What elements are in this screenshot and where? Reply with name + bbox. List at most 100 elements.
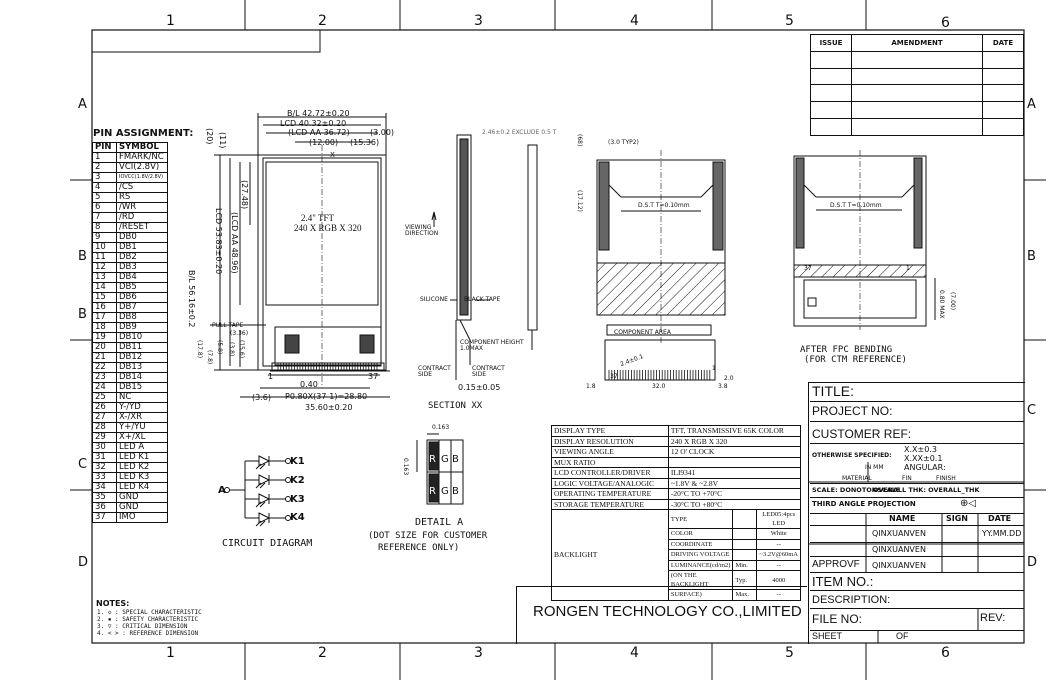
dim-bl-height: B/L 56.16±0.2	[187, 270, 196, 328]
tb-name1: QINXUANVEN	[872, 529, 926, 538]
backlight-qualifier: Max.	[732, 589, 758, 601]
pin-symbol: DB3	[116, 262, 168, 273]
pin-number: 11	[92, 252, 117, 263]
pin-symbol: GND	[116, 492, 168, 503]
after-dim-7: (7.00)	[949, 292, 956, 311]
pull-tape-label: PULL TAPE	[212, 322, 244, 329]
front-view-drawing	[210, 113, 390, 398]
pin-number: 13	[92, 272, 117, 283]
pin-symbol: /RD	[116, 212, 168, 223]
front-label-line1: 2.4" TFT	[301, 213, 335, 223]
backlight-param: (ON THE BACKLIGHT	[667, 570, 734, 590]
detail-letter-b1: B	[452, 454, 459, 465]
row-label-b2: B	[78, 307, 87, 322]
tb-scale: SCALE: DONOTONSCALE	[812, 486, 901, 494]
pin-header: PIN	[92, 142, 117, 153]
row-label-b-right: B	[1027, 249, 1036, 264]
tb-finish: FINISH	[936, 475, 956, 482]
tb-rev: REV:	[980, 612, 1006, 624]
dim-pitch: P0.80X(37-1)=28.80	[285, 392, 368, 401]
dim-3-36: (3.36)	[230, 330, 249, 337]
col-label-3: 3	[474, 13, 483, 29]
pin-symbol: VCI(2.8V)	[116, 162, 168, 173]
tb-name3: QINXUANVEN	[872, 561, 926, 570]
col-label-bottom-3: 3	[474, 645, 483, 661]
back-dim-3-typ: (3.0 TYP2)	[608, 139, 639, 146]
pin-number: 23	[92, 372, 117, 383]
backlight-value: 4000	[756, 570, 801, 590]
spec-row: LOGIC VOLTAGE/ANALOGIC~1.8V & ~2.8V	[551, 477, 802, 489]
backlight-value: ~3.2V@60mA	[756, 549, 801, 561]
pin-symbol: DB4	[116, 272, 168, 283]
circuit-k2: K2	[290, 475, 305, 486]
tb-sign-header: SIGN	[946, 514, 968, 523]
back-pin-37: 37	[610, 373, 618, 380]
pin-number: 26	[92, 402, 117, 413]
backlight-row: SURFACE)Max.--	[552, 589, 801, 601]
pin-symbol: X+/XL	[116, 432, 168, 443]
tb-projection: THIRD ANGLE PROJECTION	[812, 500, 916, 508]
circuit-k3: K3	[290, 494, 305, 505]
pin-number: 7	[92, 212, 117, 223]
detail-dim-top: 0.163	[432, 424, 450, 431]
dim-lcd-width: LCD 40.32±0.20	[280, 119, 347, 128]
dim-11: (11)	[218, 132, 227, 149]
circuit-anode-label: A	[218, 485, 226, 496]
dim-lcd-height: LCD 53.83±0.20	[214, 208, 223, 275]
spec-label: DISPLAY RESOLUTION	[551, 435, 669, 447]
backlight-param: COLOR	[667, 528, 734, 540]
front-label-line2: 240 X RGB X 320	[294, 223, 362, 233]
dim-bl-width: B/L 42.72±0.20	[287, 109, 350, 118]
detail-letter-r1: R	[429, 454, 436, 465]
amendment-header: AMENDMENT	[851, 34, 983, 52]
back-component-area: COMPONENT AREA	[614, 329, 671, 336]
dim-15-6: (15.6)	[238, 340, 245, 359]
pin-number: 12	[92, 262, 117, 273]
thickness-label: 0.15±0.05	[458, 383, 501, 392]
note-1: 1. ◇ : SPECIAL CHARACTERISTIC	[97, 609, 202, 616]
pin-symbol: LED K4	[116, 482, 168, 493]
projection-symbol-icon: ⊕◁	[960, 498, 977, 509]
pin-row: 4/CS	[92, 182, 168, 193]
back-dim-32: 32.0	[652, 383, 666, 390]
spec-value	[667, 456, 802, 468]
pin-symbol: LED A	[116, 442, 168, 453]
pin-symbol: Y+/YU	[116, 422, 168, 433]
pin-symbol: DB15	[116, 382, 168, 393]
date-header: DATE	[982, 34, 1024, 52]
pin-number: 3	[92, 172, 117, 183]
circuit-k4: K4	[290, 512, 305, 523]
detail-dim-left: 0.163	[402, 458, 409, 476]
pin-number: 18	[92, 322, 117, 333]
spec-value: 12 O' CLOCK	[667, 446, 802, 458]
col-label-bottom-6: 6	[941, 645, 950, 661]
tb-date-header: DATE	[988, 514, 1012, 523]
row-label-b: B	[78, 249, 87, 264]
dim-7-8: (7.8)	[206, 350, 213, 365]
detail-caption-2: (DOT SIZE FOR CUSTOMER	[368, 531, 488, 541]
front-pin-last: 37	[368, 372, 379, 381]
backlight-param: LUMINANCE(cd/m2)	[667, 559, 734, 571]
pin-row: 7/RD	[92, 212, 168, 223]
detail-caption-1: DETAIL A	[415, 517, 464, 528]
pin-row: 6/WR	[92, 202, 168, 213]
backlight-value: --	[756, 589, 801, 601]
company-box	[516, 586, 807, 644]
note-4: 4. < > : REFERENCE DIMENSION	[97, 630, 199, 637]
pin-symbol: DB10	[116, 332, 168, 343]
pin-symbol: DB11	[116, 342, 168, 353]
led-diode-icon	[245, 474, 291, 489]
spec-value: ILI9341	[667, 467, 802, 479]
after-pin-37: 37	[804, 265, 812, 272]
after-dim-max: 0.80 MAX	[938, 290, 945, 319]
spec-row: STORAGE TEMPERATURE-30°C TO +80°C	[551, 498, 802, 510]
dim-3: (3.00)	[370, 128, 395, 137]
